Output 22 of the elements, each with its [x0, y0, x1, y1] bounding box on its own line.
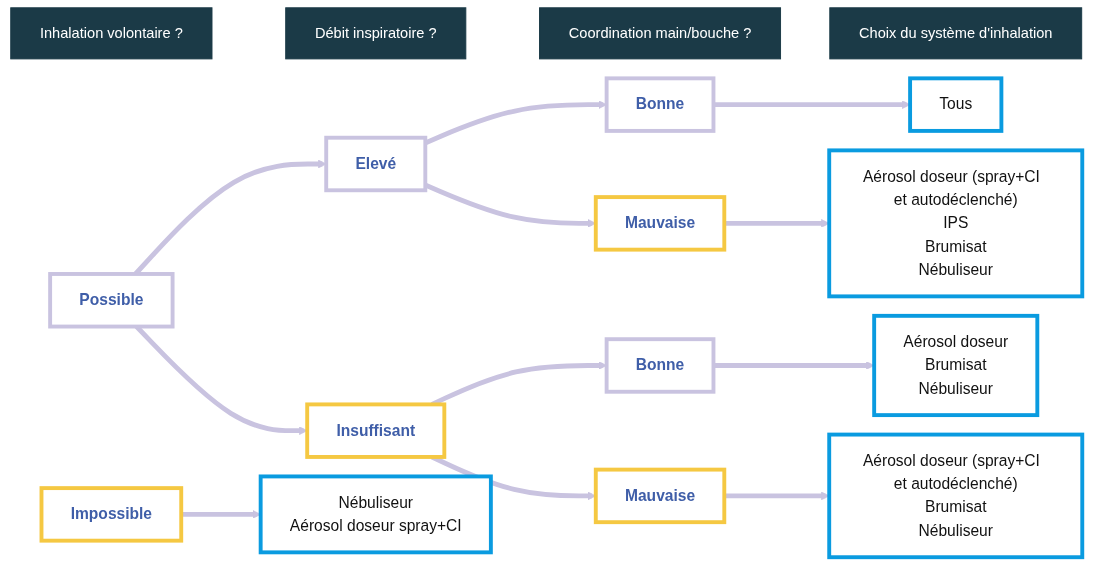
node-box: Impossible [39, 486, 184, 543]
node-box: Aérosol doseur (spray+CI et autodéclenché) IPS Brumisat Nébuliseur [827, 148, 1085, 299]
arrow [713, 361, 875, 370]
arrow [724, 219, 830, 228]
node-box: Débit inspiratoire ? [285, 7, 467, 60]
node-box: Choix du système d'inhalation [829, 7, 1083, 60]
node-box: Mauvaise [593, 467, 727, 525]
node-box: Aérosol doseur Brumisat Nébuliseur [872, 313, 1040, 418]
node-box: Elevé [324, 135, 428, 193]
node-box: Tous [908, 76, 1004, 133]
arrow [713, 100, 911, 109]
arrow [181, 510, 262, 519]
node-box: Nébuliseur Aérosol doseur spray+CI [258, 474, 493, 555]
arrow [724, 491, 830, 501]
node-box: Aérosol doseur (spray+CI et autodéclenché) Brumisat Nébuliseur [827, 432, 1085, 560]
node-box: Coordination main/bouche ? [539, 7, 782, 60]
node-box: Insuffisant [305, 402, 447, 459]
node-box: Bonne [604, 76, 716, 133]
node-box: Possible [48, 272, 175, 329]
node-box: Inhalation volontaire ? [10, 7, 213, 60]
node-box: Mauvaise [593, 195, 727, 252]
node-box: Bonne [604, 337, 716, 394]
